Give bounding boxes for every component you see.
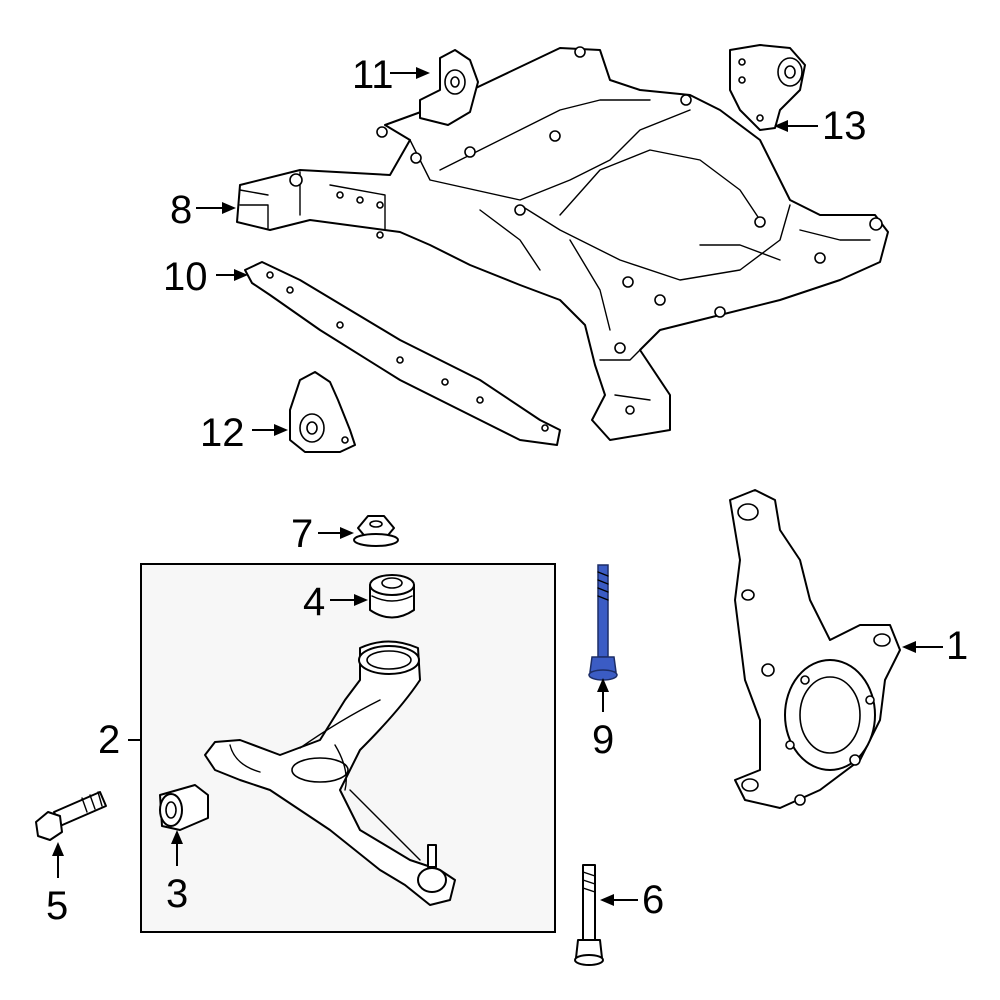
mount-part-11 (419, 49, 479, 126)
knuckle-part-1 (729, 489, 901, 809)
bolt-part-6 (574, 864, 604, 966)
callout-9: 9 (592, 718, 615, 762)
nut-part-7 (353, 515, 399, 547)
callout-12: 12 (200, 411, 245, 455)
callout-3: 3 (166, 872, 189, 916)
callout-7: 7 (291, 512, 314, 556)
bushing-part-3 (159, 784, 209, 831)
bolt-part-5 (35, 791, 107, 841)
subframe-part-8 (236, 46, 889, 441)
callout-11: 11 (352, 53, 394, 97)
callout-8: 8 (170, 188, 193, 232)
reinforcement-bar-part-10 (244, 261, 561, 446)
mount-part-13 (729, 44, 806, 131)
callout-1: 1 (946, 624, 969, 668)
bolt-part-9 (588, 564, 618, 681)
callout-10: 10 (163, 255, 208, 299)
callout-5: 5 (46, 884, 69, 928)
callout-4: 4 (303, 580, 326, 624)
leader-lines (52, 67, 943, 906)
callout-13: 13 (822, 104, 867, 148)
callout-6: 6 (642, 878, 665, 922)
mount-part-12 (289, 371, 356, 453)
lower-control-arm-part-2 (204, 640, 456, 906)
bushing-part-4 (369, 574, 415, 619)
callout-2: 2 (98, 718, 121, 762)
